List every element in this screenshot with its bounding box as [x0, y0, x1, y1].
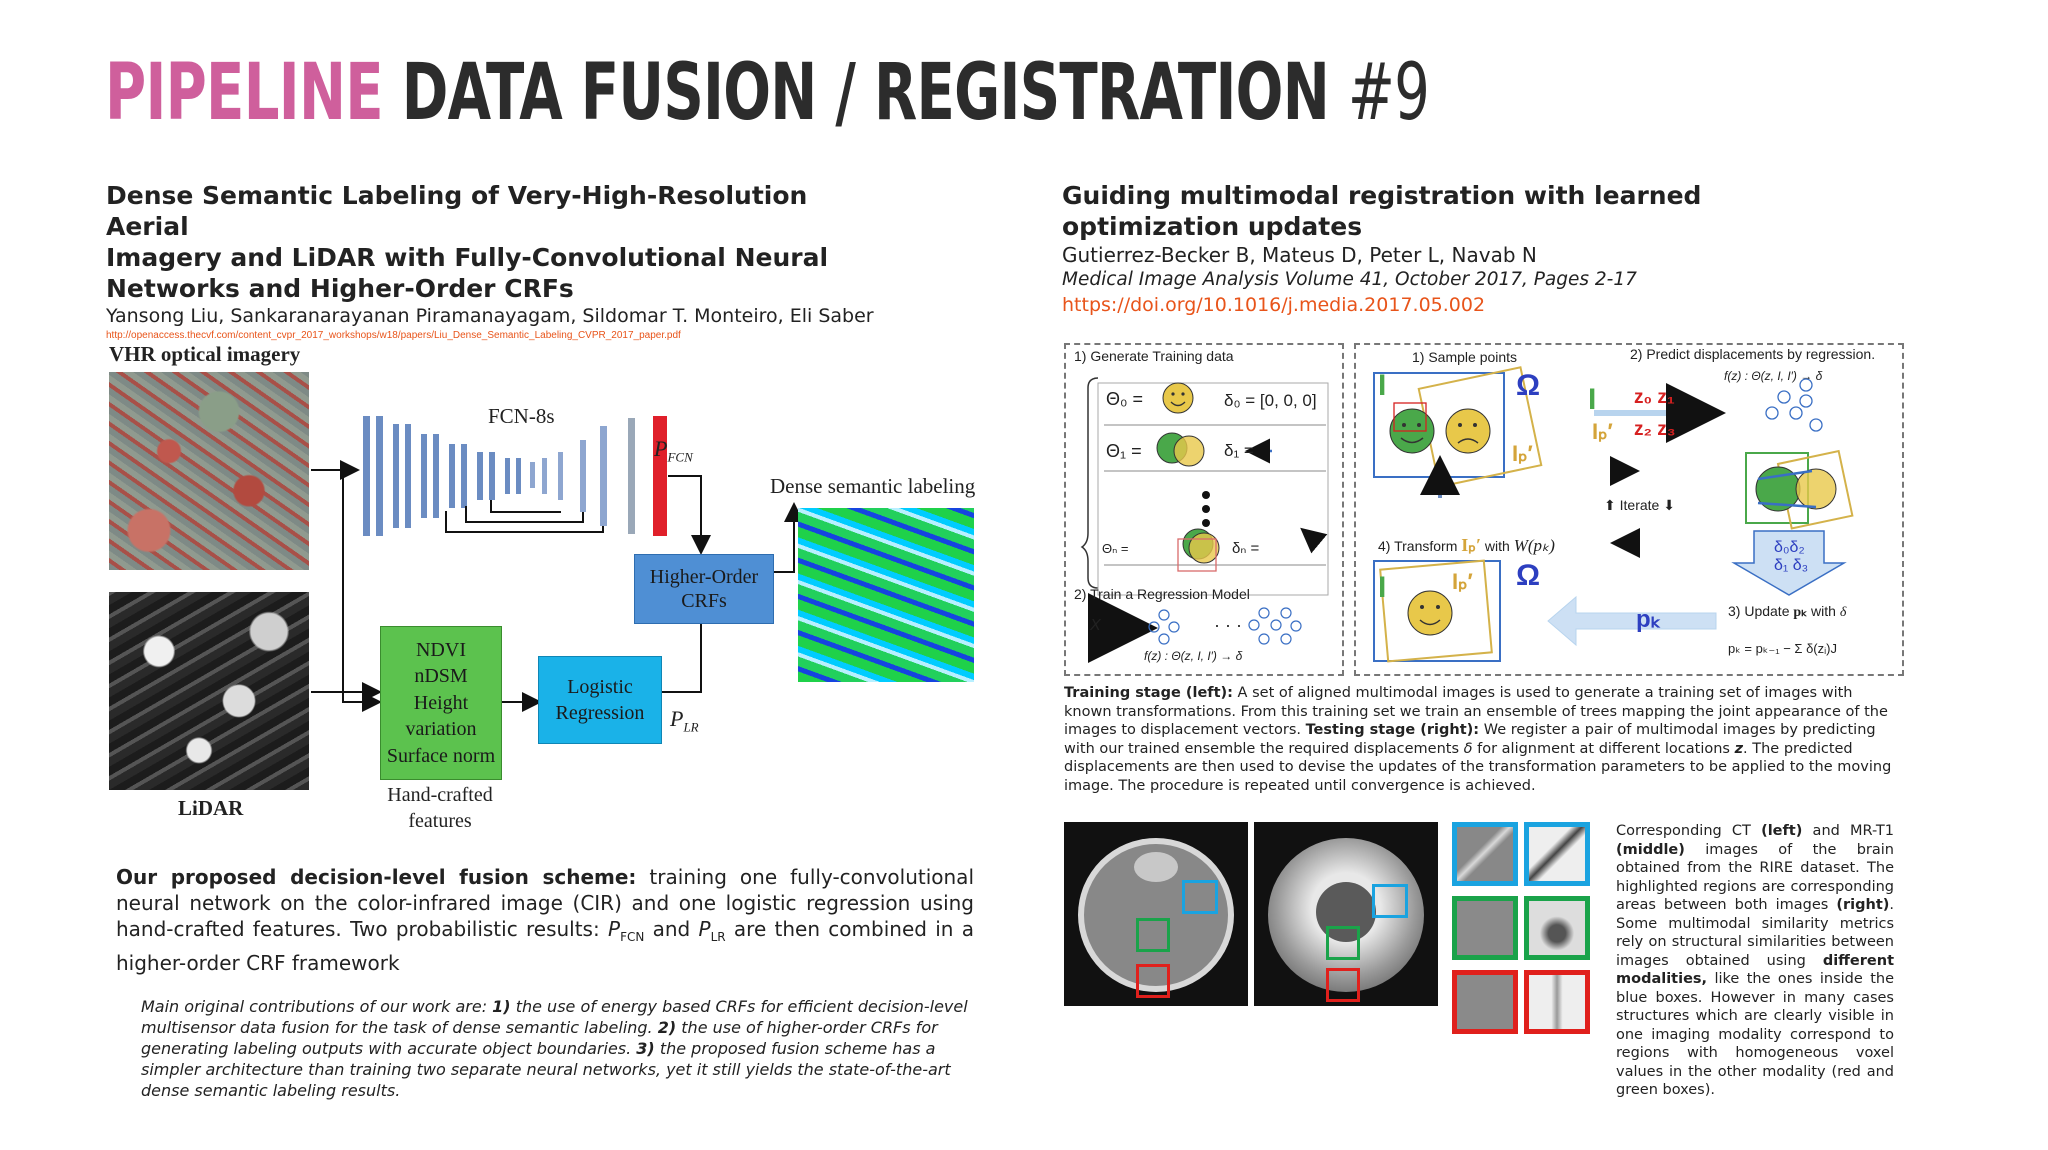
- right-paper-title: Guiding multimodal registration with lea…: [1062, 181, 1702, 241]
- step-sample: 1) Sample points: [1412, 349, 1518, 365]
- handcrafted-features-box: NDVI nDSM Height variation Surface norm: [380, 626, 502, 780]
- fz-label-right: f(z) : Θ(z, I, I′) → δ: [1724, 369, 1823, 383]
- iterate-label: ⬆ Iterate ⬇: [1604, 497, 1675, 513]
- testing-diagram: [1373, 366, 1854, 663]
- mr-image: [1254, 822, 1438, 1006]
- delta-n-label: δₙ =: [1232, 540, 1260, 557]
- right-doi-link[interactable]: https://doi.org/10.1016/j.media.2017.05.…: [1062, 294, 1486, 316]
- title-number: #9: [1347, 48, 1430, 138]
- left-authors: Yansong Liu, Sankaranarayanan Piramanaya…: [106, 305, 874, 327]
- omega-label: Ω: [1516, 369, 1541, 402]
- image-ip-label-2: Iₚ′: [1592, 419, 1613, 444]
- patch-mr-red: [1524, 970, 1590, 1034]
- patch-grid: [1452, 822, 1602, 1038]
- ct-image: [1064, 822, 1248, 1006]
- contributions-note: Main original contributions of our work …: [141, 997, 968, 1100]
- right-authors: Gutierrez-Becker B, Mateus D, Peter L, N…: [1062, 243, 1537, 267]
- fusion-diagram-lines: [311, 416, 804, 712]
- ct-caption: Corresponding CT (left) and MR-T1 (middl…: [1616, 823, 1894, 1098]
- patch-mr-blue: [1524, 822, 1590, 886]
- label-dense: Dense semantic labeling: [770, 474, 976, 498]
- delta-box-label: δ₀δ₂: [1774, 539, 1805, 556]
- proposed-scheme-text: Our proposed decision-level fusion schem…: [116, 865, 975, 975]
- z-labels-bottom: z₂ z₃: [1634, 419, 1676, 440]
- lidar-image: [109, 592, 309, 790]
- fcn-layers: [363, 416, 667, 536]
- registration-caption: Training stage (left): A set of aligned …: [1064, 685, 1892, 794]
- label-lidar: LiDAR: [178, 796, 244, 820]
- pk-label: pₖ: [1636, 606, 1661, 633]
- patch-ct-green: [1452, 896, 1518, 960]
- update-formula: pₖ = pₖ₋₁ − Σ δ(zᵢ)J: [1728, 641, 1838, 656]
- fusion-figure: VHR optical imagery LiDAR: [106, 336, 1006, 836]
- image-i-label-3: I: [1378, 571, 1387, 604]
- registration-figure: 1) Generate Training data Θ₀ = δ₀ = [0, …: [1064, 343, 1904, 679]
- testing-stage-box: [1354, 343, 1904, 676]
- slide-title: PIPELINE DATA FUSION / REGISTRATION #9: [105, 48, 1430, 138]
- training-diagram: [1080, 377, 1329, 663]
- dots-label: · · ·: [1214, 615, 1242, 635]
- z-labels-top: z₀ z₁: [1634, 387, 1675, 408]
- step-generate: 1) Generate Training data: [1074, 348, 1234, 364]
- step-update: 3) Update pₖ with δ: [1728, 603, 1847, 620]
- vhr-optical-image: [109, 372, 309, 570]
- left-paper-link[interactable]: http://openaccess.thecvf.com/content_cvp…: [106, 330, 681, 341]
- fz-label-left: f(z) : Θ(z, I, I′) → δ: [1144, 649, 1243, 663]
- step-train: 2) Train a Regression Model: [1074, 586, 1250, 602]
- theta-1-label: Θ₁ =: [1106, 441, 1142, 461]
- left-paper-title: Dense Semantic Labeling of Very-High-Res…: [106, 181, 829, 303]
- right-paper-header: Guiding multimodal registration with lea…: [1062, 180, 1962, 316]
- patch-ct-blue: [1452, 822, 1518, 886]
- patch-mr-green: [1524, 896, 1590, 960]
- delta-box-label-2: δ₁ δ₃: [1774, 557, 1809, 574]
- delta-1-label: δ₁ =: [1224, 441, 1254, 460]
- title-pipeline: PIPELINE: [105, 48, 384, 138]
- label-vhr: VHR optical imagery: [109, 342, 301, 366]
- right-journal: Medical Image Analysis Volume 41, Octobe…: [1062, 269, 1637, 290]
- x-label: X: [1090, 617, 1101, 634]
- title-main: DATA FUSION / REGISTRATION: [401, 48, 1330, 138]
- theta-0-label: Θ₀ =: [1106, 389, 1143, 409]
- label-plr: PLR: [670, 706, 699, 735]
- delta-0-label: δ₀ = [0, 0, 0]: [1224, 391, 1317, 410]
- theta-n-label: Θₙ =: [1102, 541, 1129, 556]
- step-predict: 2) Predict displacements by regression.: [1630, 346, 1876, 362]
- omega-label-2: Ω: [1516, 559, 1541, 592]
- patch-ct-red: [1452, 970, 1518, 1034]
- label-pfcn: PFCN: [654, 436, 693, 465]
- image-ip-label-3: Iₚ′: [1452, 569, 1473, 594]
- left-paper-header: Dense Semantic Labeling of Very-High-Res…: [106, 180, 896, 341]
- training-stage-box: [1064, 343, 1344, 676]
- dense-labeling-output: [798, 508, 974, 682]
- image-ip-label: Iₚ′: [1512, 441, 1533, 466]
- image-i-label: I: [1378, 369, 1387, 402]
- image-i-label-2: I: [1588, 383, 1597, 416]
- step-transform: 4) Transform Iₚ′ with W(pₖ): [1378, 535, 1555, 555]
- label-fcn: FCN-8s: [488, 404, 555, 428]
